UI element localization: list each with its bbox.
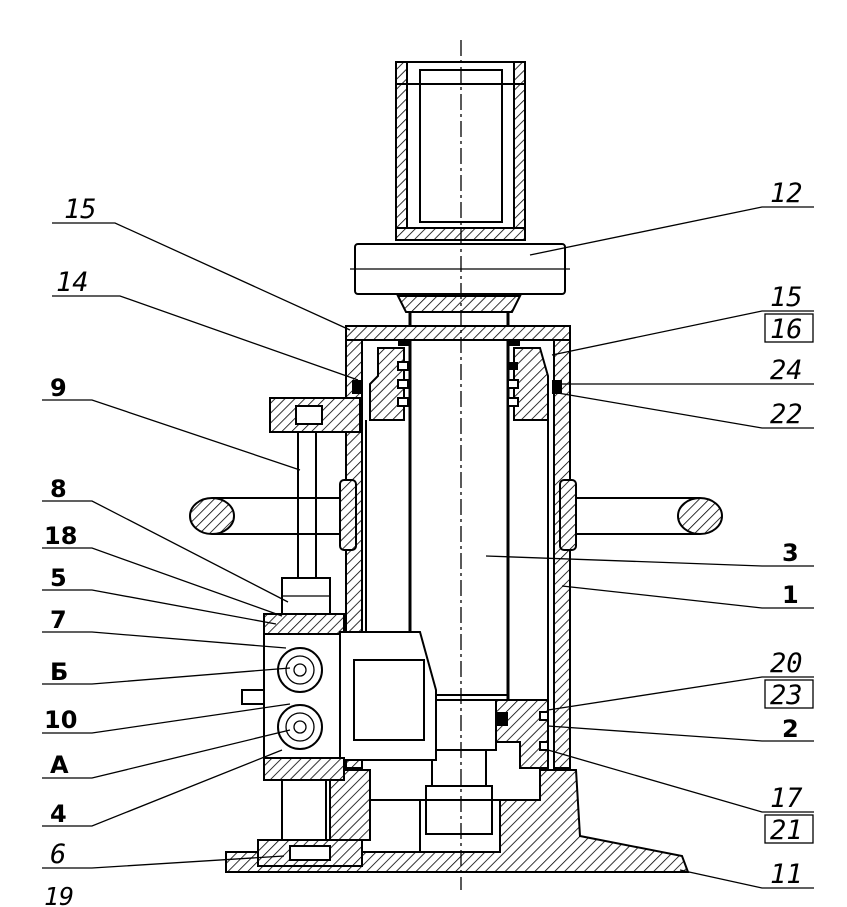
label-2: 2 xyxy=(782,715,799,743)
label-23: 23 xyxy=(770,680,803,711)
label-9: 9 xyxy=(50,374,67,402)
label-19: 19 xyxy=(44,882,74,907)
label-b: Б xyxy=(50,658,68,686)
label-a: A xyxy=(50,751,69,779)
label-21: 21 xyxy=(770,815,803,846)
valve-a xyxy=(277,704,323,750)
label-6: 6 xyxy=(50,839,66,870)
piston xyxy=(419,699,549,835)
label-4: 4 xyxy=(50,800,67,828)
label-8: 8 xyxy=(50,475,67,503)
label-12: 12 xyxy=(770,178,803,209)
label-20: 20 xyxy=(770,648,803,679)
plunger xyxy=(408,312,510,700)
label-24: 24 xyxy=(770,355,803,386)
label-16: 16 xyxy=(770,314,803,345)
label-14: 14 xyxy=(56,267,89,298)
pump-assembly xyxy=(241,397,437,867)
head-plate xyxy=(350,243,570,313)
gland xyxy=(352,340,562,421)
label-22: 22 xyxy=(770,399,803,430)
leader-lines xyxy=(42,206,814,889)
label-7: 7 xyxy=(50,606,67,634)
label-17: 17 xyxy=(770,783,803,814)
label-3: 3 xyxy=(782,539,799,567)
label-18: 18 xyxy=(44,522,77,550)
label-1: 1 xyxy=(782,581,799,609)
part-labels: 15 14 9 8 18 5 7 Б 10 A 4 6 19 12 15 16 … xyxy=(44,178,803,907)
label-11: 11 xyxy=(770,859,803,890)
label-15-right: 15 xyxy=(770,282,803,313)
handle-rod xyxy=(189,497,723,535)
outer-cylinder xyxy=(339,325,577,769)
label-5: 5 xyxy=(50,564,67,592)
valve-b xyxy=(277,647,323,693)
base xyxy=(225,769,690,873)
label-10: 10 xyxy=(44,706,77,734)
label-15-left: 15 xyxy=(64,194,97,225)
